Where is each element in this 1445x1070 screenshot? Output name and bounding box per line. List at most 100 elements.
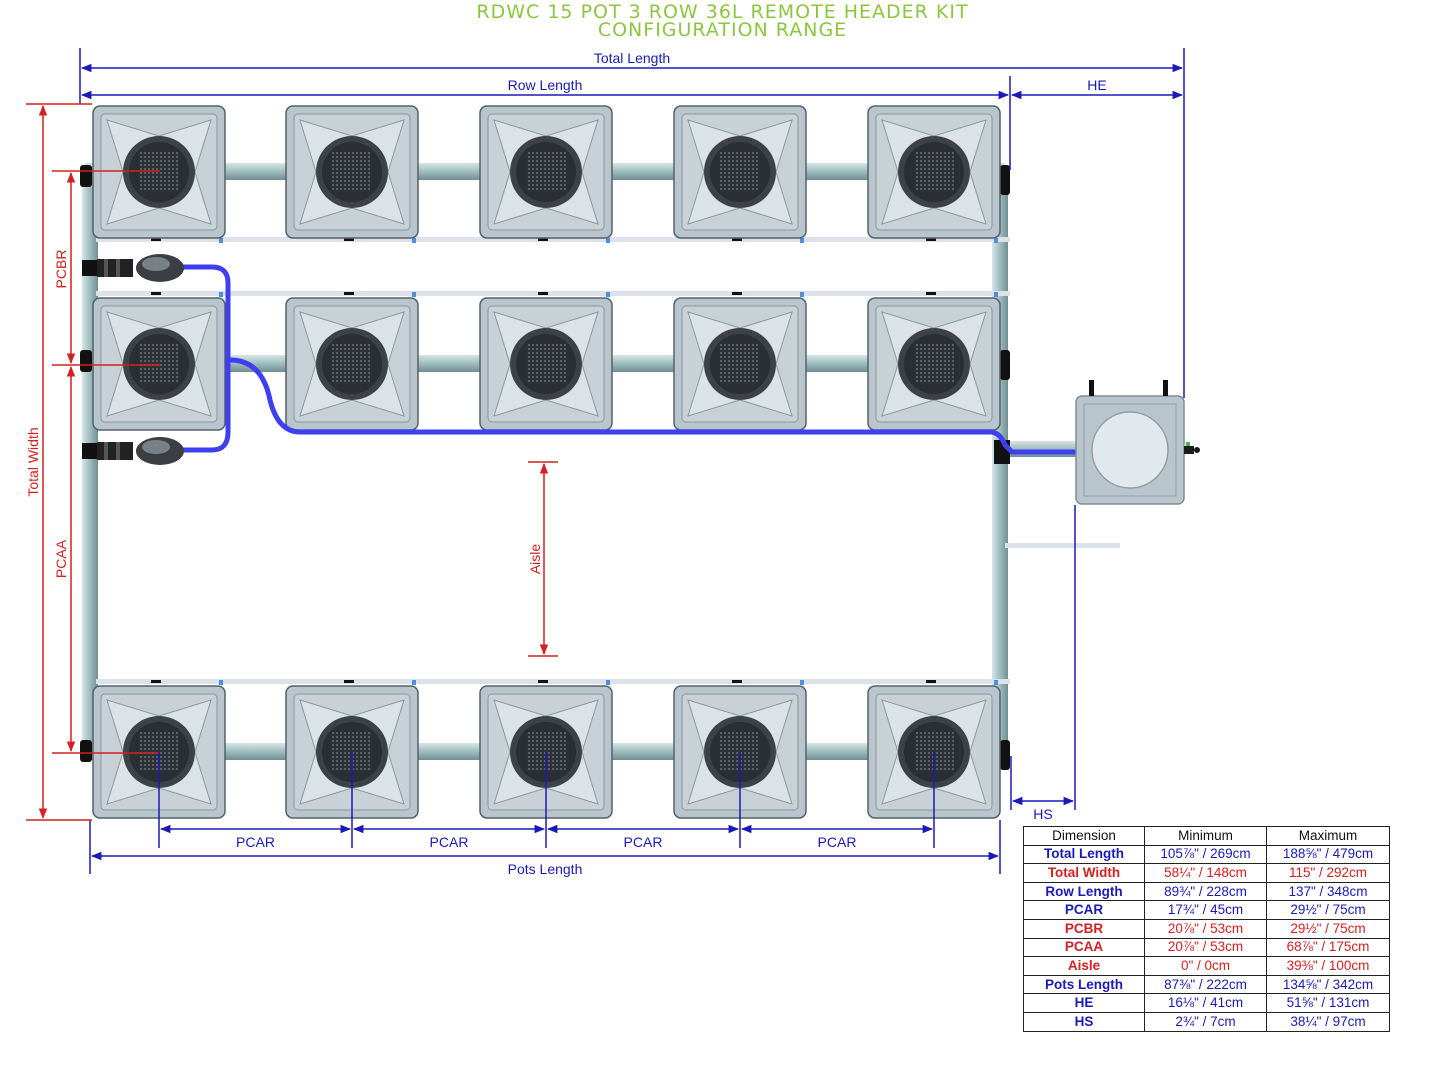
minimum-value: 2¾" / 7cm [1144, 1011, 1267, 1032]
clip [732, 292, 742, 295]
support-bar [1005, 543, 1120, 548]
hose-lines [180, 264, 1078, 455]
pump-lower [82, 437, 184, 465]
clip [926, 680, 936, 683]
maximum-value: 137" / 348cm [1266, 881, 1390, 902]
maximum-value: 29½" / 75cm [1266, 918, 1390, 939]
pot-2-1 [92, 297, 226, 431]
pot-1-5 [867, 105, 1001, 239]
minimum-value: 20⅞" / 53cm [1144, 918, 1267, 939]
clip [994, 292, 998, 297]
aisle-label: Aisle [527, 544, 543, 575]
dimension-name: PCAA [1023, 937, 1145, 958]
dimension-name: HS [1023, 1011, 1145, 1032]
pot-2-4 [673, 297, 807, 431]
clip [994, 680, 998, 685]
total-length-label: Total Length [594, 50, 670, 66]
pcar-label: PCAR [818, 834, 857, 850]
pot-1-4 [673, 105, 807, 239]
end-cap [80, 165, 92, 187]
pots-length-label: Pots Length [508, 861, 583, 877]
clip [412, 238, 416, 243]
maximum-value: 134⅝" / 342cm [1266, 974, 1390, 995]
minimum-value: 20⅞" / 53cm [1144, 937, 1267, 958]
pcar-label: PCAR [236, 834, 275, 850]
maximum-value: 38¼" / 97cm [1266, 1011, 1390, 1032]
pump-upper [82, 254, 184, 282]
pot-3-5 [867, 685, 1001, 819]
pot-1-1 [92, 105, 226, 239]
clip [732, 680, 742, 683]
pot-2-2 [285, 297, 419, 431]
end-cap [1000, 350, 1010, 380]
clip [606, 238, 610, 243]
clip [538, 680, 548, 683]
table-header: Maximum [1266, 826, 1390, 846]
clip [151, 238, 161, 241]
clip [732, 238, 742, 241]
clip [606, 680, 610, 685]
end-cap [80, 740, 92, 762]
clip [926, 292, 936, 295]
clip [219, 292, 223, 297]
clip [800, 680, 804, 685]
table-header-row: Dimension Minimum Maximum [1023, 826, 1390, 846]
clip [344, 292, 354, 295]
support-bar [96, 237, 1010, 242]
pipework [80, 163, 1120, 770]
minimum-value: 17¾" / 45cm [1144, 900, 1267, 920]
clip [219, 238, 223, 243]
pcar-label: PCAR [624, 834, 663, 850]
pcaa-label: PCAA [53, 539, 69, 578]
dimension-name: Total Length [1023, 844, 1145, 865]
dimension-name: Total Width [1023, 863, 1145, 883]
header-pipe [1008, 441, 1078, 457]
pcbr-label: PCBR [53, 250, 69, 289]
table-header: Minimum [1144, 826, 1267, 846]
maximum-value: 29½" / 75cm [1266, 900, 1390, 920]
table-header: Dimension [1023, 826, 1145, 846]
dimension-name: Pots Length [1023, 974, 1145, 995]
end-cap [1000, 740, 1010, 770]
minimum-value: 89¾" / 228cm [1144, 881, 1267, 902]
clip [219, 680, 223, 685]
minimum-value: 105⅞" / 269cm [1144, 844, 1267, 865]
dimension-name: PCAR [1023, 900, 1145, 920]
clip [412, 680, 416, 685]
pot-2-3 [479, 297, 613, 431]
return-hose-upper [180, 264, 231, 453]
clip [412, 292, 416, 297]
clip [994, 238, 998, 243]
clip [926, 238, 936, 241]
maximum-value: 188⅝" / 479cm [1266, 844, 1390, 865]
maximum-value: 51⅝" / 131cm [1266, 993, 1390, 1013]
diagram-subtitle: CONFIGURATION RANGE [597, 19, 848, 41]
diagram-title: RDWC 15 POT 3 ROW 36L REMOTE HEADER KIT [476, 1, 969, 23]
clip [538, 292, 548, 295]
pot-2-5 [867, 297, 1001, 431]
he-label: HE [1087, 77, 1106, 93]
pot-1-3 [479, 105, 613, 239]
clip [800, 292, 804, 297]
total-width-label: Total Width [25, 427, 41, 496]
minimum-value: 0" / 0cm [1144, 956, 1267, 976]
minimum-value: 58¼" / 148cm [1144, 863, 1267, 883]
clip [606, 292, 610, 297]
dimension-lines: Total Length Row Length HE HS Pots Lengt… [25, 48, 1185, 877]
clip [151, 292, 161, 295]
support-bar [96, 679, 1010, 684]
dimension-name: HE [1023, 993, 1145, 1013]
pumps [82, 254, 184, 465]
clip [538, 238, 548, 241]
minimum-value: 87⅜" / 222cm [1144, 974, 1267, 995]
clip [151, 680, 161, 683]
